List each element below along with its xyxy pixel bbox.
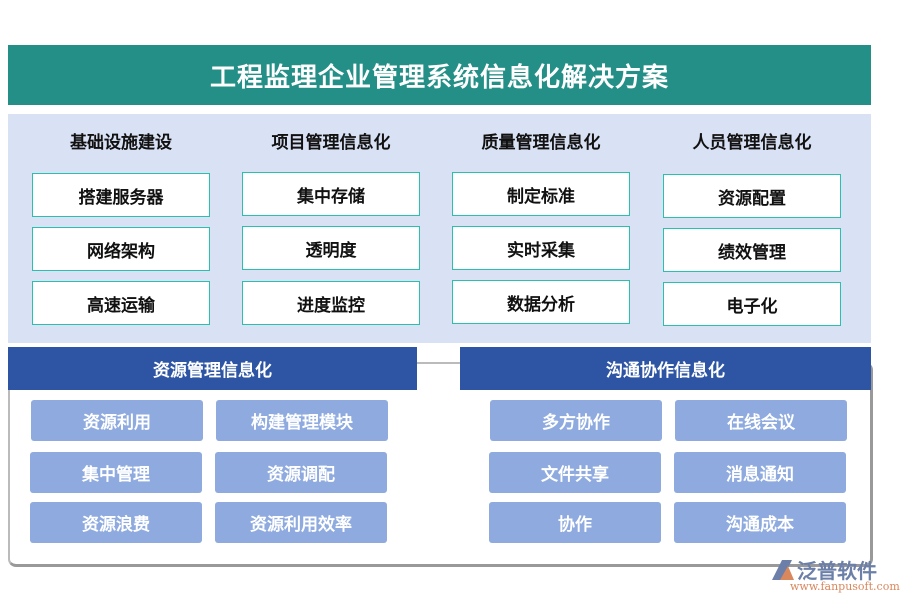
item-box: 沟通成本 — [674, 502, 846, 543]
item-box: 进度监控 — [242, 281, 420, 325]
section-header-communication: 沟通协作信息化 — [460, 347, 871, 390]
item-box: 资源利用 — [31, 400, 203, 441]
item-box: 多方协作 — [490, 400, 662, 441]
item-box: 透明度 — [242, 226, 420, 270]
item-box: 绩效管理 — [663, 228, 841, 272]
item-box: 集中存储 — [242, 172, 420, 216]
column-heading: 人员管理信息化 — [692, 133, 812, 153]
logo-url: www.fanpusoft.com — [790, 580, 900, 593]
item-box: 在线会议 — [675, 400, 847, 441]
column-heading: 质量管理信息化 — [481, 133, 601, 153]
item-box: 协作 — [489, 502, 661, 543]
logo-icon — [772, 559, 794, 580]
section-header-resource: 资源管理信息化 — [8, 347, 417, 390]
item-box: 制定标准 — [452, 172, 630, 216]
column-heading: 基础设施建设 — [70, 133, 172, 153]
column-heading: 项目管理信息化 — [271, 133, 391, 153]
item-box: 网络架构 — [32, 227, 210, 271]
item-box: 资源调配 — [215, 452, 387, 493]
item-box: 文件共享 — [489, 452, 661, 493]
item-box: 实时采集 — [452, 226, 630, 270]
item-box: 资源利用效率 — [215, 502, 387, 543]
item-box: 高速运输 — [32, 281, 210, 325]
item-box: 构建管理模块 — [216, 400, 388, 441]
item-box: 电子化 — [663, 282, 841, 326]
item-box: 集中管理 — [30, 452, 202, 493]
item-box: 搭建服务器 — [32, 173, 210, 217]
item-box: 数据分析 — [452, 280, 630, 324]
item-box: 消息通知 — [674, 452, 846, 493]
item-box: 资源配置 — [663, 174, 841, 218]
page-title: 工程监理企业管理系统信息化解决方案 — [8, 45, 871, 105]
logo-name: 泛普软件 — [797, 559, 877, 583]
item-box: 资源浪费 — [30, 502, 202, 543]
brand-logo: 泛普软件 www.fanpusoft.com — [770, 555, 900, 593]
